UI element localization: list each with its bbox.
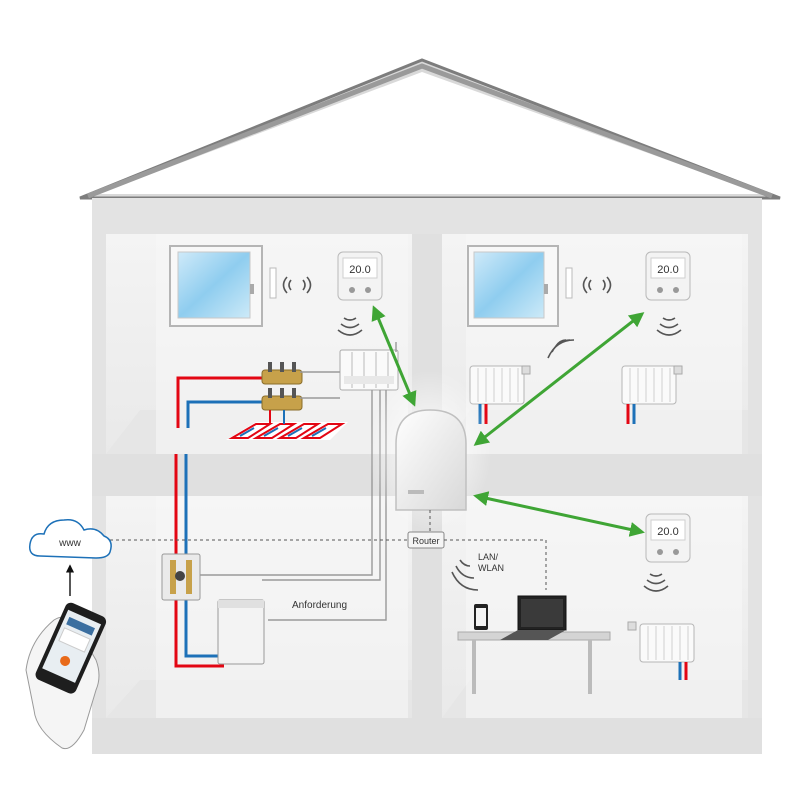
wireless-signal-icon — [282, 276, 312, 294]
router-label: Router — [412, 536, 439, 546]
lan-label-line2: WLAN — [478, 563, 504, 573]
thermostat-reading: 20.0 — [349, 264, 370, 276]
window-icon — [169, 245, 263, 327]
thermostat-reading: 20.0 — [657, 526, 678, 538]
demand-label: Anforderung — [292, 600, 347, 611]
thermostat-icon: 20.0 — [337, 251, 383, 301]
cloud-icon: www — [28, 518, 112, 559]
gateway-icon — [395, 409, 467, 511]
window-sensor-icon — [269, 267, 277, 299]
cloud-label: www — [58, 538, 81, 549]
heating-pipes-lower — [174, 454, 224, 668]
boiler-icon — [217, 599, 265, 665]
wireless-signal-icon — [656, 317, 682, 336]
ground-slab — [92, 718, 762, 754]
wireless-signal-icon — [582, 276, 612, 294]
laptop-icon — [500, 595, 567, 640]
wireless-signal-icon — [643, 573, 669, 592]
thermostat-icon: 20.0 — [645, 251, 691, 301]
wireless-signal-icon — [451, 559, 479, 591]
network-lines — [110, 510, 547, 590]
radio-link-top-left — [371, 305, 417, 407]
wireless-signal-icon — [337, 317, 363, 336]
radiator-icon — [627, 621, 695, 680]
smartphone-icon — [474, 604, 488, 630]
roof — [79, 58, 781, 200]
window-sensor-icon — [565, 267, 573, 299]
manifold-icon — [261, 362, 303, 424]
heating-pipes — [176, 376, 264, 428]
radio-link-bottom-right — [473, 491, 645, 537]
hand-smartphone-icon — [25, 602, 107, 750]
radio-link-top-right — [473, 312, 645, 446]
mixing-valve-icon — [161, 553, 201, 601]
window-icon — [467, 245, 559, 327]
router-icon: Router — [407, 531, 445, 549]
underfloor-heating-icon — [226, 422, 348, 440]
lan-label-line1: LAN/ — [478, 552, 499, 562]
thermostat-reading: 20.0 — [657, 264, 678, 276]
radio-links — [371, 305, 645, 537]
actuator-terminal-icon — [339, 349, 399, 391]
thermostat-icon: 20.0 — [645, 513, 691, 563]
